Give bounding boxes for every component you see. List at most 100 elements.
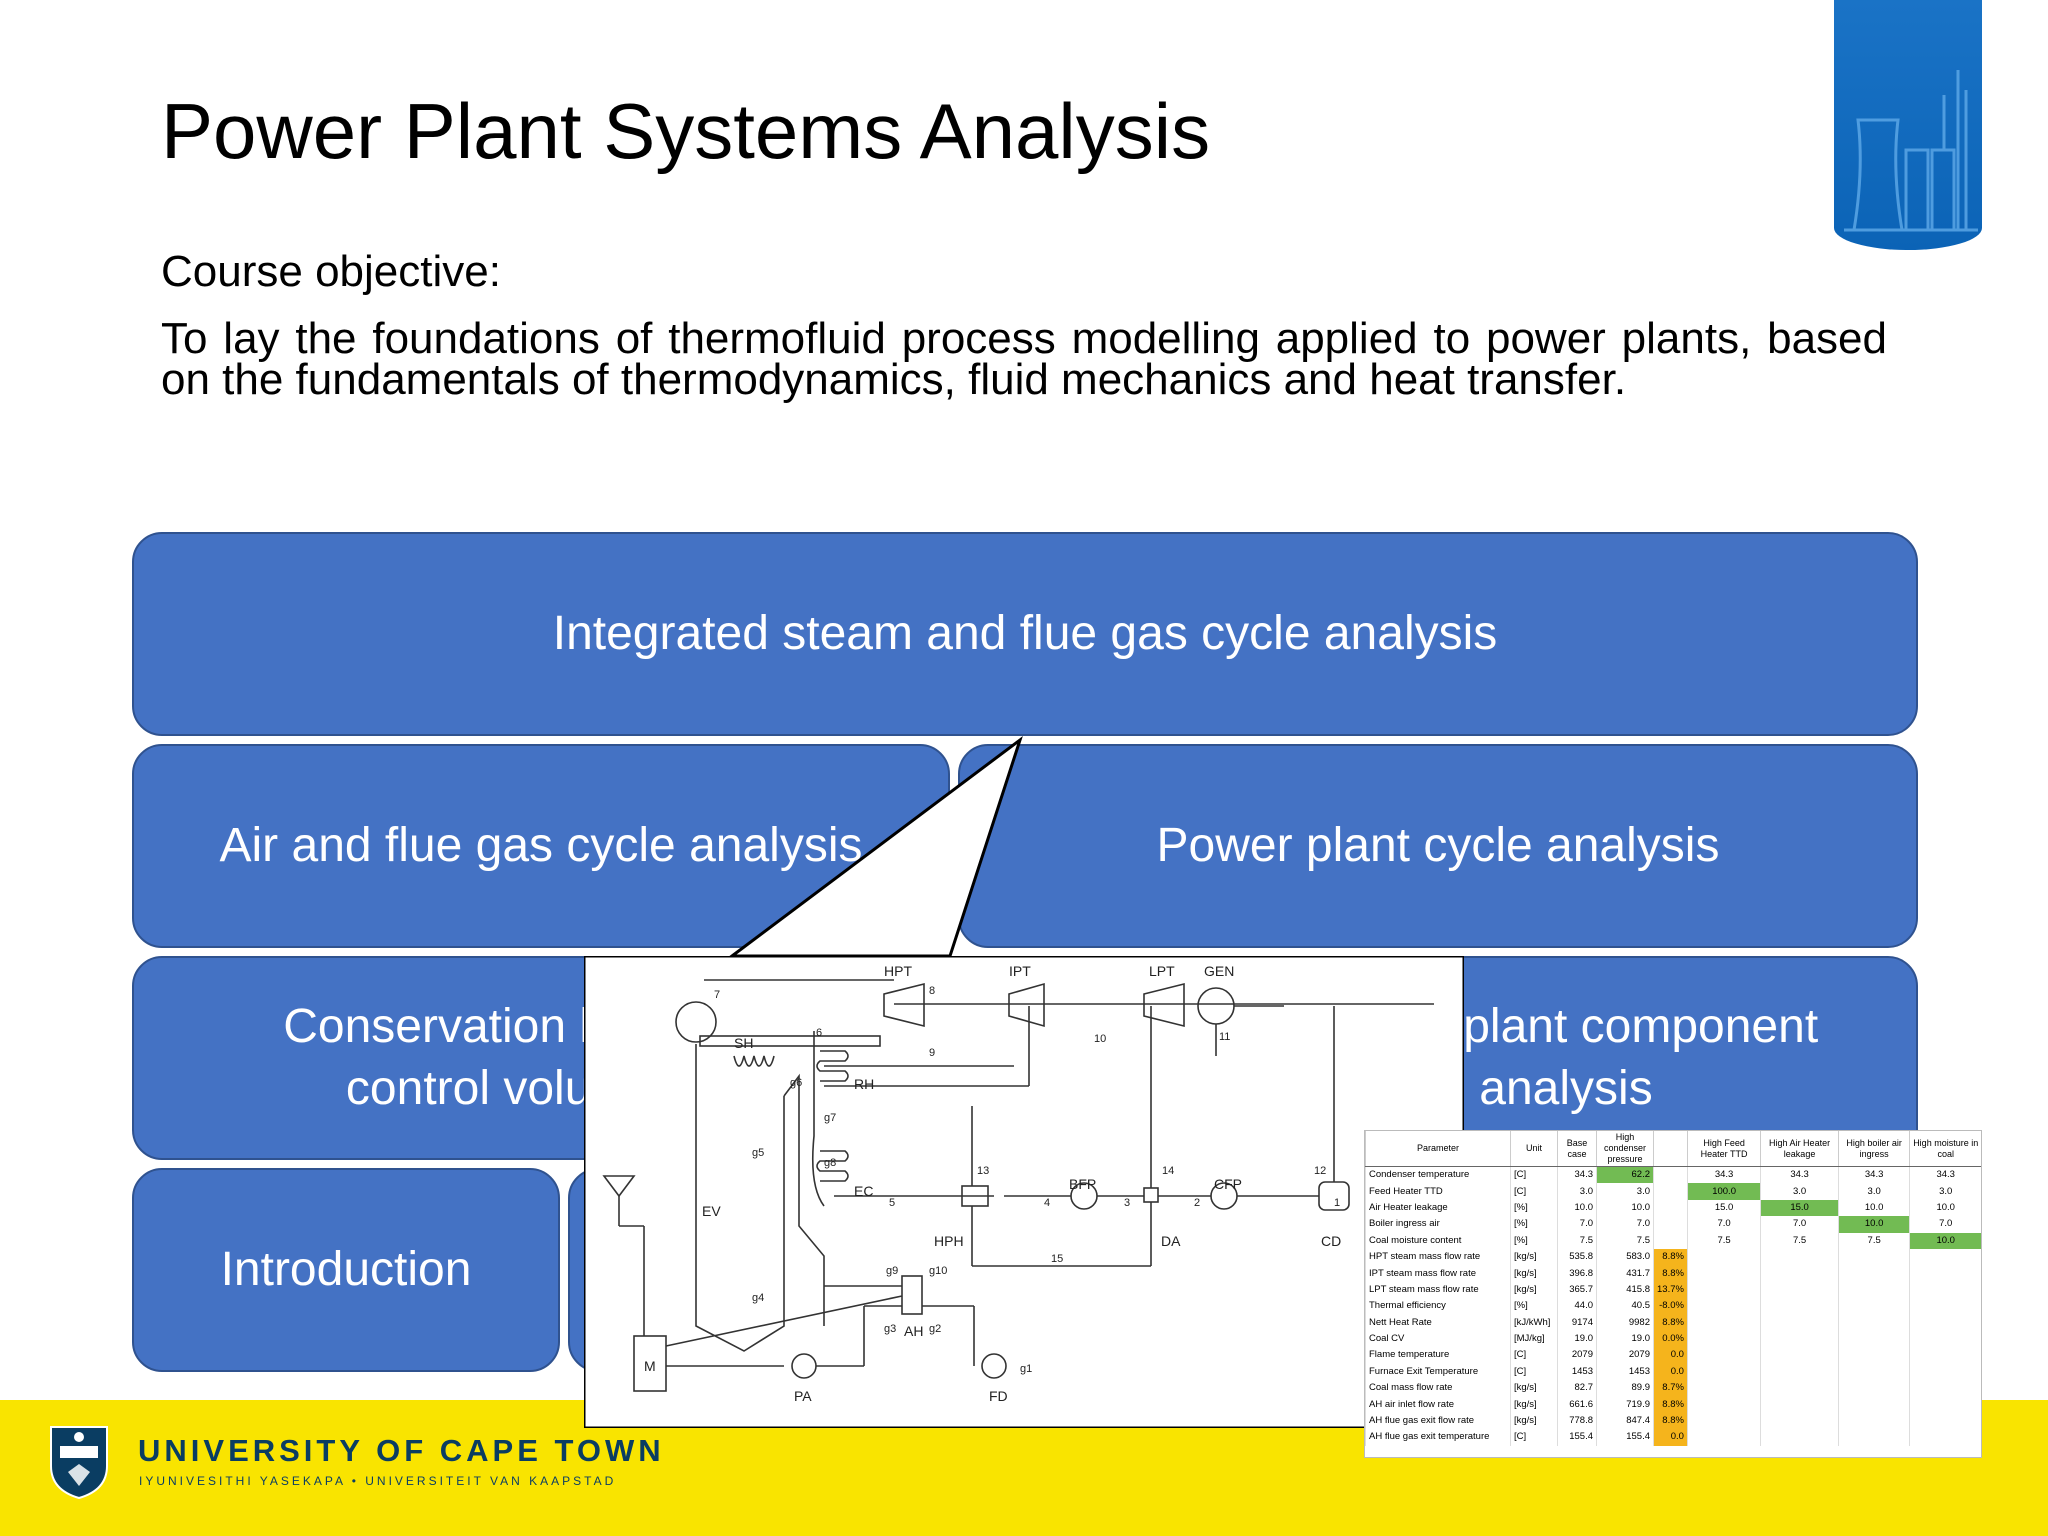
table-cell: IPT steam mass flow rate [1365,1265,1511,1282]
table-cell [1909,1347,1981,1364]
table-cell [1909,1380,1981,1397]
table-cell [1837,1412,1910,1430]
label-ec: EC [854,1183,873,1199]
header-high-condenser: High condenser pressure [1596,1131,1654,1167]
table-cell [1909,1248,1981,1266]
table-cell [1837,1380,1910,1397]
table-cell: 8.8% [1653,1265,1688,1282]
table-cell [1653,1199,1688,1217]
stream-3: 3 [1124,1197,1130,1209]
table-cell: 7.5 [1760,1232,1839,1249]
table-cell [1686,1265,1761,1282]
label-ev: EV [702,1203,721,1219]
table-cell: [kg/s] [1510,1281,1558,1299]
table-cell: 10.0 [1837,1199,1910,1217]
table-cell: 7.5 [1837,1232,1910,1249]
university-subtitle: IYUNIVESITHI YASEKAPA • UNIVERSITEIT VAN… [139,1474,617,1488]
table-cell: 7.5 [1557,1232,1597,1249]
table-cell [1653,1232,1688,1249]
table-cell: 0.0 [1653,1429,1688,1446]
stream-9: 9 [929,1047,935,1059]
table-cell: 3.0 [1557,1183,1597,1200]
table-cell: 847.4 [1596,1412,1654,1430]
table-cell: [%] [1510,1216,1558,1233]
table-cell [1686,1281,1761,1299]
table-cell: Nett Heat Rate [1365,1314,1511,1331]
box-integrated-label: Integrated steam and flue gas cycle anal… [552,607,1498,660]
gas-g3: g3 [884,1323,896,1335]
label-ah: AH [904,1323,923,1339]
table-cell [1760,1265,1839,1282]
table-cell [1909,1412,1981,1430]
table-cell: [%] [1510,1232,1558,1249]
gas-g7: g7 [824,1112,836,1124]
table-cell [1686,1248,1761,1266]
table-cell: AH flue gas exit temperature [1365,1429,1511,1446]
table-cell: 719.9 [1596,1396,1654,1413]
label-pa: PA [794,1388,812,1404]
table-cell: 13.7% [1653,1281,1688,1299]
table-cell: 2079 [1557,1347,1597,1364]
uct-crest-logo [48,1424,110,1500]
table-cell [1837,1281,1910,1299]
table-cell [1760,1281,1839,1299]
table-cell: 8.8% [1653,1248,1688,1266]
label-rh: RH [854,1076,874,1092]
table-cell: 82.7 [1557,1380,1597,1397]
table-cell [1837,1265,1910,1282]
table-cell: 365.7 [1557,1281,1597,1299]
stream-13: 13 [977,1165,989,1177]
table-cell: Air Heater leakage [1365,1199,1511,1217]
table-cell: Coal moisture content [1365,1232,1511,1249]
label-ipt: IPT [1009,963,1031,979]
table-cell: 15.0 [1760,1199,1839,1217]
gas-g10: g10 [929,1265,947,1277]
table-cell: [MJ/kg] [1510,1330,1558,1348]
label-da: DA [1161,1233,1181,1249]
table-cell: 583.0 [1596,1248,1654,1266]
table-cell [1686,1429,1761,1446]
table-cell: 34.3 [1909,1166,1981,1184]
stream-11: 11 [1219,1031,1230,1043]
table-cell: 15.0 [1686,1199,1761,1217]
table-cell: 7.0 [1596,1216,1654,1233]
table-cell [1686,1298,1761,1315]
label-cfp: CFP [1214,1176,1242,1192]
stream-2: 2 [1194,1197,1200,1209]
stream-1: 1 [1334,1197,1340,1209]
table-cell: 34.3 [1557,1166,1597,1184]
stream-6: 6 [816,1027,822,1039]
label-m: M [644,1358,656,1374]
university-name: UNIVERSITY OF CAPE TOWN [138,1433,665,1468]
table-cell [1909,1330,1981,1348]
table-cell: 535.8 [1557,1248,1597,1266]
table-cell: 3.0 [1837,1183,1910,1200]
table-cell [1760,1298,1839,1315]
power-station-banner [1834,0,1982,250]
table-cell [1760,1396,1839,1413]
gas-g8: g8 [824,1157,836,1169]
table-cell: 778.8 [1557,1412,1597,1430]
label-bfp: BFP [1069,1176,1096,1192]
table-cell: AH flue gas exit flow rate [1365,1412,1511,1430]
table-cell: 7.0 [1760,1216,1839,1233]
stream-5: 5 [889,1197,895,1209]
table-cell: 100.0 [1686,1183,1761,1200]
table-cell [1837,1429,1910,1446]
box-introduction-label: Introduction [220,1243,472,1296]
table-cell [1686,1363,1761,1381]
table-cell: [C] [1510,1363,1558,1381]
table-cell: 155.4 [1596,1429,1654,1446]
table-cell: 7.5 [1686,1232,1761,1249]
gas-g5: g5 [752,1147,764,1159]
table-cell: [kg/s] [1510,1248,1558,1266]
box-power-cycle-label: Power plant cycle analysis [1156,819,1720,872]
table-cell: 34.3 [1686,1166,1761,1184]
table-cell: 10.0 [1596,1199,1654,1217]
